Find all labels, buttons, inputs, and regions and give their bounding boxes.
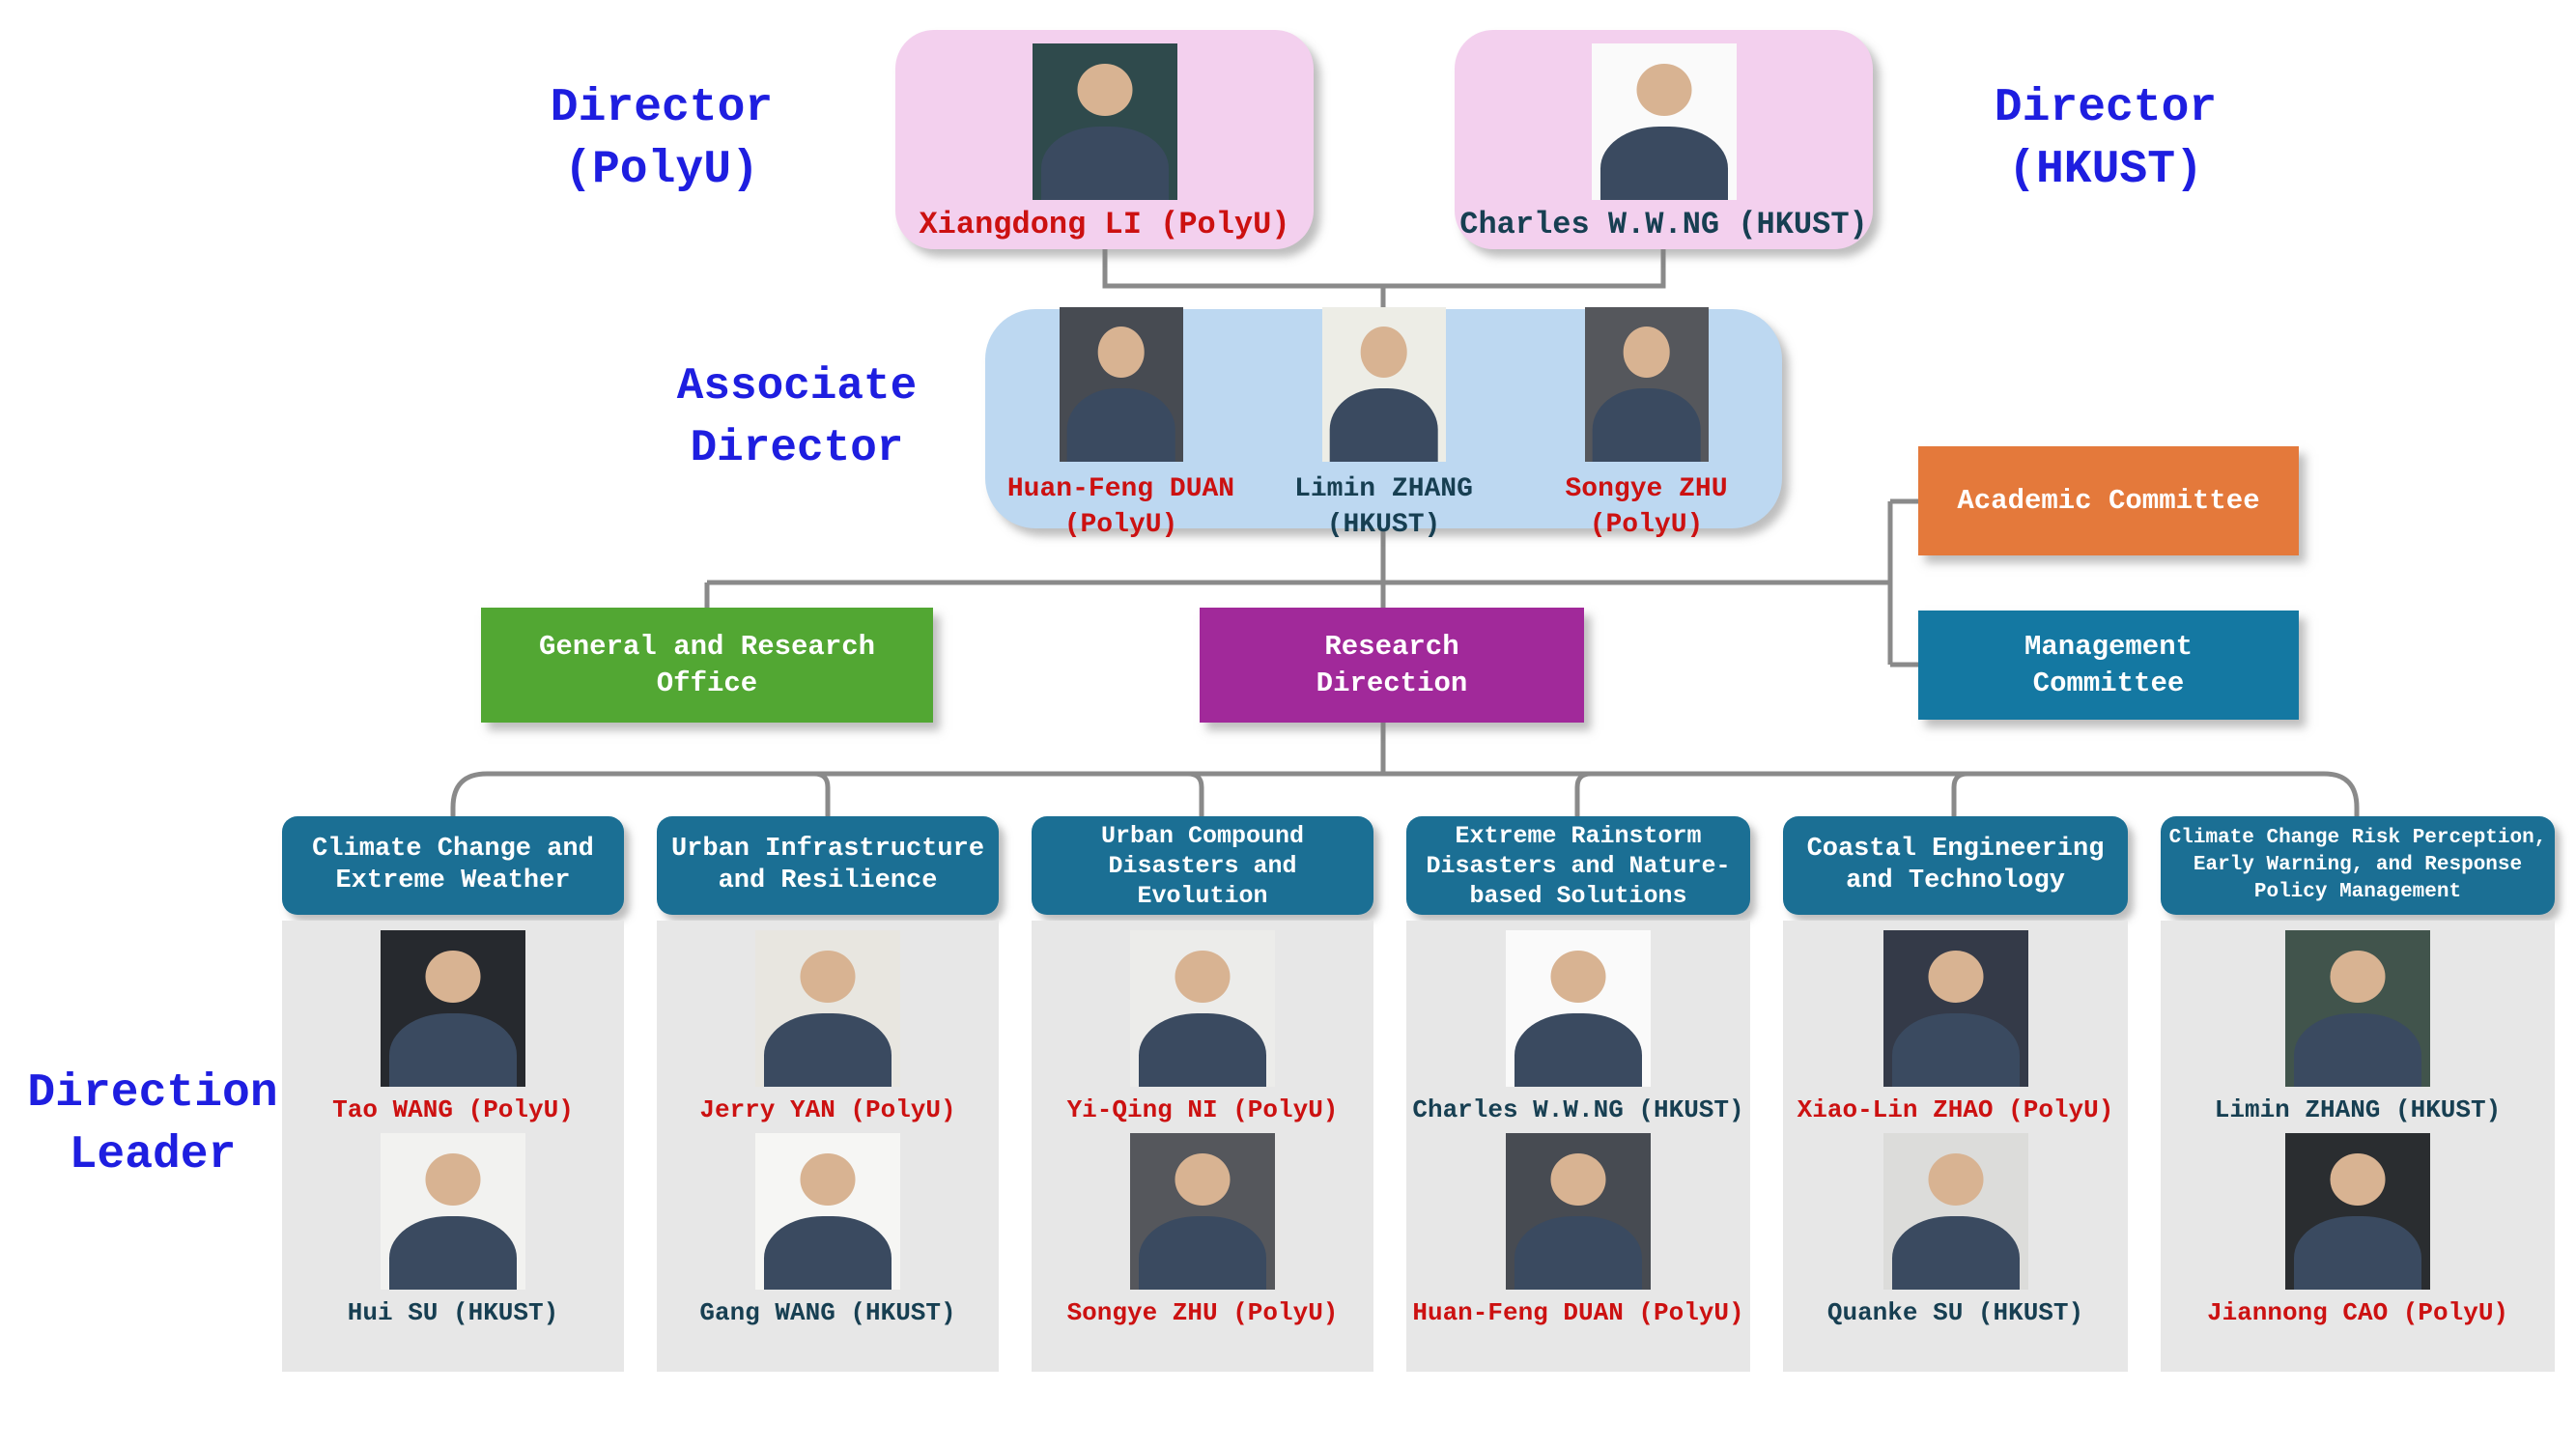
portrait-photo bbox=[2285, 1133, 2430, 1290]
associate-member-name: Songye ZHU (PolyU) bbox=[1565, 473, 1728, 540]
direction-panel: Limin ZHANG (HKUST) Jiannong CAO (PolyU) bbox=[2161, 921, 2555, 1372]
direction-panel: Yi-Qing NI (PolyU) Songye ZHU (PolyU) bbox=[1032, 921, 1373, 1372]
connector-drop-col3 bbox=[1187, 771, 1204, 817]
director-polyu-label: Director (PolyU) bbox=[550, 82, 774, 196]
director-card-polyu: Xiangdong LI (PolyU) bbox=[895, 30, 1314, 249]
associate-member: Limin ZHANG (HKUST) bbox=[1267, 306, 1501, 543]
director-name: Xiangdong LI (PolyU) bbox=[919, 207, 1290, 242]
associate-member-name: Limin ZHANG (HKUST) bbox=[1294, 473, 1473, 540]
portrait-photo bbox=[381, 1133, 525, 1290]
direction-title: Coastal Engineering and Technology bbox=[1783, 816, 2128, 915]
associate-directors-card: Huan-Feng DUAN (PolyU) Limin ZHANG (HKUS… bbox=[985, 306, 1782, 540]
leader-name: Yi-Qing NI (PolyU) bbox=[1066, 1095, 1339, 1124]
leader-name: Gang WANG (HKUST) bbox=[699, 1298, 956, 1327]
direction-column-5: Coastal Engineering and Technology Xiao-… bbox=[1783, 816, 2128, 1372]
academic-committee-box: Academic Committee bbox=[1918, 446, 2299, 555]
direction-panel: Jerry YAN (PolyU) Gang WANG (HKUST) bbox=[657, 921, 999, 1372]
portrait-photo bbox=[1584, 306, 1709, 462]
portrait-photo bbox=[1882, 1133, 2028, 1290]
direction-column-2: Urban Infrastructure and Resilience Jerr… bbox=[657, 816, 999, 1372]
direction-column-4: Extreme Rainstorm Disasters and Nature- … bbox=[1406, 816, 1750, 1372]
general-research-office-box: General and Research Office bbox=[481, 608, 933, 723]
leader-name: Xiao-Lin ZHAO (PolyU) bbox=[1797, 1095, 2114, 1124]
portrait-photo bbox=[1130, 930, 1275, 1087]
direction-panel: Charles W.W.NG (HKUST) Huan-Feng DUAN (P… bbox=[1406, 921, 1750, 1372]
associate-member: Songye ZHU (PolyU) bbox=[1530, 306, 1764, 543]
connector-directors-join bbox=[1102, 249, 1666, 289]
portrait-photo bbox=[755, 930, 900, 1087]
leader-name: Huan-Feng DUAN (PolyU) bbox=[1412, 1298, 1744, 1327]
portrait-photo bbox=[1130, 1133, 1275, 1290]
direction-title: Urban Infrastructure and Resilience bbox=[657, 816, 999, 915]
research-direction-box: Research Direction bbox=[1200, 608, 1584, 723]
connector-drop-col5 bbox=[1951, 771, 1968, 817]
direction-title: Urban Compound Disasters and Evolution bbox=[1032, 816, 1373, 915]
connector-drop-col4 bbox=[1574, 771, 1592, 817]
direction-column-1: Climate Change and Extreme Weather Tao W… bbox=[282, 816, 624, 1372]
portrait-photo bbox=[2285, 930, 2430, 1087]
director-name: Charles W.W.NG (HKUST) bbox=[1459, 207, 1868, 242]
portrait-photo bbox=[755, 1133, 900, 1290]
portrait-photo bbox=[1506, 930, 1651, 1087]
director-hkust-label: Director (HKUST) bbox=[1994, 82, 2218, 196]
management-committee-box: Management Committee bbox=[1918, 611, 2299, 720]
direction-title: Climate Change Risk Perception, Early Wa… bbox=[2161, 816, 2555, 915]
portrait-photo bbox=[1059, 306, 1183, 462]
leader-name: Songye ZHU (PolyU) bbox=[1066, 1298, 1339, 1327]
associate-member: Huan-Feng DUAN (PolyU) bbox=[1005, 306, 1238, 543]
direction-column-3: Urban Compound Disasters and Evolution Y… bbox=[1032, 816, 1373, 1372]
portrait-photo bbox=[1882, 930, 2028, 1087]
leader-name: Jiannong CAO (PolyU) bbox=[2206, 1298, 2509, 1327]
portrait-photo bbox=[381, 930, 525, 1087]
connector-committee-bracket bbox=[1887, 498, 1920, 668]
leader-name: Quanke SU (HKUST) bbox=[1826, 1298, 2084, 1327]
leader-name: Tao WANG (PolyU) bbox=[332, 1095, 574, 1124]
associate-director-label: Associate Director bbox=[676, 361, 918, 473]
direction-panel: Tao WANG (PolyU) Hui SU (HKUST) bbox=[282, 921, 624, 1372]
leader-name: Hui SU (HKUST) bbox=[347, 1298, 559, 1327]
connector-drop-col2 bbox=[813, 771, 831, 817]
portrait-photo bbox=[1506, 1133, 1651, 1290]
direction-title: Extreme Rainstorm Disasters and Nature- … bbox=[1406, 816, 1750, 915]
associate-member-name: Huan-Feng DUAN (PolyU) bbox=[1006, 473, 1235, 540]
leader-name: Jerry YAN (PolyU) bbox=[699, 1095, 956, 1124]
direction-title: Climate Change and Extreme Weather bbox=[282, 816, 624, 915]
direction-leader-label: Direction Leader bbox=[27, 1067, 278, 1181]
portrait-photo bbox=[1591, 43, 1737, 200]
connector-fan-bar bbox=[450, 771, 2360, 817]
direction-columns: Climate Change and Extreme Weather Tao W… bbox=[282, 816, 2555, 1372]
direction-column-6: Climate Change Risk Perception, Early Wa… bbox=[2161, 816, 2555, 1372]
director-card-hkust: Charles W.W.NG (HKUST) bbox=[1455, 30, 1873, 249]
leader-name: Limin ZHANG (HKUST) bbox=[2214, 1095, 2502, 1124]
leader-name: Charles W.W.NG (HKUST) bbox=[1412, 1095, 1744, 1124]
portrait-photo bbox=[1032, 43, 1177, 200]
portrait-photo bbox=[1321, 306, 1446, 462]
direction-panel: Xiao-Lin ZHAO (PolyU) Quanke SU (HKUST) bbox=[1783, 921, 2128, 1372]
